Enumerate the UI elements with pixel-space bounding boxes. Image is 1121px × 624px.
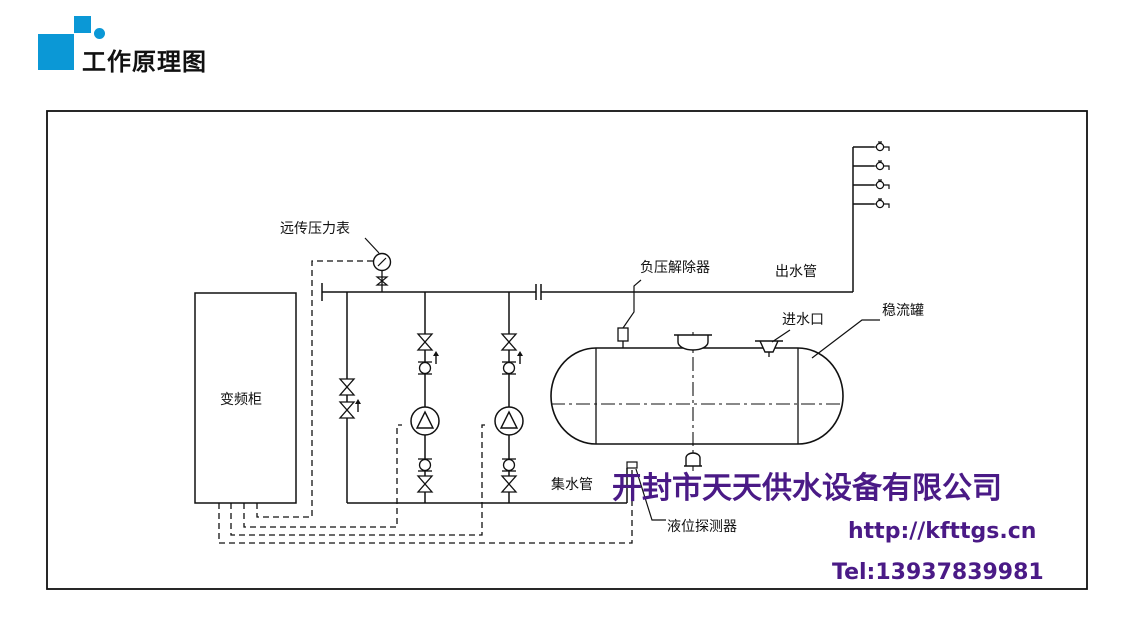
negative-pressure-eliminator-label: 负压解除器 [640,260,710,276]
logo-dot-icon [94,28,105,39]
header: 工作原理图 [38,14,338,76]
logo-square-icon [38,34,74,70]
outlet-pipe-main [321,146,874,301]
company-website: http://kfttgs.cn [848,519,1036,544]
faucet-icon [873,198,890,209]
flow-arrow-icon [354,398,362,413]
valve-icon [339,401,355,419]
diagram-frame [46,110,1088,590]
stabilizer-tank-label: 稳流罐 [882,303,924,319]
valve-icon [339,378,355,396]
faucet-icon [873,141,890,152]
valve-icon [417,475,433,493]
pump-icon [410,406,440,436]
valve-icon [417,333,433,351]
vfd-cabinet-label: 变频柜 [220,392,262,408]
page-title: 工作原理图 [82,48,207,76]
pressure-gauge-icon [372,252,392,292]
remote-gauge-label: 远传压力表 [280,221,350,237]
logo-square-icon [74,16,91,33]
check-valve-icon [417,361,433,375]
check-valve-icon [501,458,517,472]
flow-arrow-icon [516,350,524,365]
faucet-icon [873,179,890,190]
stabilizer-tank [550,327,844,475]
valve-icon [501,475,517,493]
level-probe-label: 液位探测器 [667,519,737,535]
pump-icon [494,406,524,436]
flow-arrow-icon [432,350,440,365]
outlet-pipe-label: 出水管 [775,264,817,280]
company-name: 开封市天天供水设备有限公司 [612,471,1002,506]
inlet-label: 进水口 [782,312,824,328]
collector-pipe-label: 集水管 [551,476,593,493]
faucet-icon [873,160,890,171]
check-valve-icon [417,458,433,472]
check-valve-icon [501,361,517,375]
valve-icon [501,333,517,351]
bypass-pipe [346,292,627,504]
control-wires [218,260,633,544]
vfd-cabinet [194,292,297,504]
company-tel: Tel:13937839981 [832,560,1044,585]
